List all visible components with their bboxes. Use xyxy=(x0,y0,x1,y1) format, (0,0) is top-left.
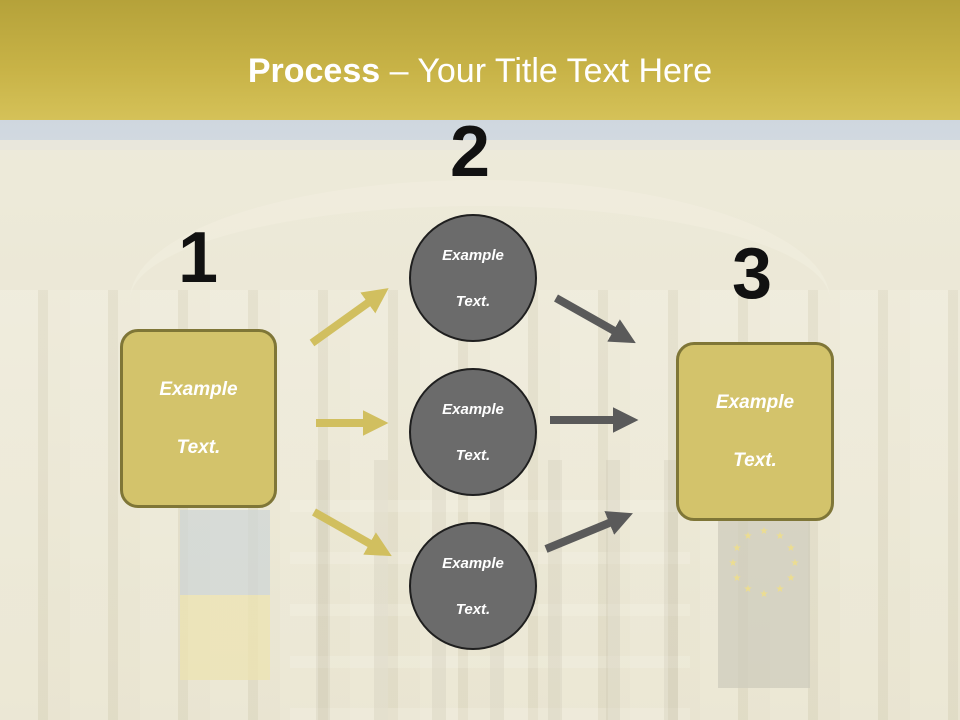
eu-flag-image xyxy=(718,518,810,688)
step-3-box-line1: Example xyxy=(715,392,795,413)
svg-text:★: ★ xyxy=(787,543,796,554)
arrow-out-top xyxy=(554,294,636,344)
title-bold: Process xyxy=(247,52,381,90)
svg-text:★: ★ xyxy=(760,589,769,600)
circle-middle-line1: Example xyxy=(442,400,504,418)
circle-top-line2: Text. xyxy=(455,292,491,310)
arrow-out-bottom xyxy=(544,511,633,553)
svg-text:★: ★ xyxy=(787,573,796,584)
step-number-3: 3 xyxy=(732,234,773,314)
step-1-box-line2: Text. xyxy=(176,437,221,458)
circle-bottom-line2: Text. xyxy=(455,600,491,618)
ukraine-flag-image xyxy=(180,510,270,680)
step-number-2: 2 xyxy=(450,112,491,192)
step-1-box-line1: Example xyxy=(159,379,238,400)
svg-text:★: ★ xyxy=(776,531,785,542)
svg-text:★: ★ xyxy=(733,573,742,584)
arrow-in-bottom xyxy=(312,508,392,557)
svg-text:★: ★ xyxy=(744,531,753,542)
step-3-box-line2: Text. xyxy=(733,450,777,471)
circle-top-line1: Example xyxy=(442,246,504,264)
circle-bottom-line1: Example xyxy=(442,554,504,572)
svg-text:★: ★ xyxy=(760,526,769,537)
slide-title: Process – Your Title Text Here xyxy=(0,52,960,91)
svg-text:★: ★ xyxy=(729,558,738,569)
eu-stars-icon: ★★★ ★★★ ★★★ ★★★ xyxy=(729,526,800,600)
step-number-1: 1 xyxy=(178,218,219,298)
title-rest: – Your Title Text Here xyxy=(380,52,713,90)
svg-text:★: ★ xyxy=(776,584,785,595)
svg-text:★: ★ xyxy=(733,543,742,554)
svg-text:★: ★ xyxy=(744,584,753,595)
circle-middle-line2: Text. xyxy=(455,446,491,464)
svg-text:★: ★ xyxy=(791,558,800,569)
arrow-in-top xyxy=(309,288,389,347)
